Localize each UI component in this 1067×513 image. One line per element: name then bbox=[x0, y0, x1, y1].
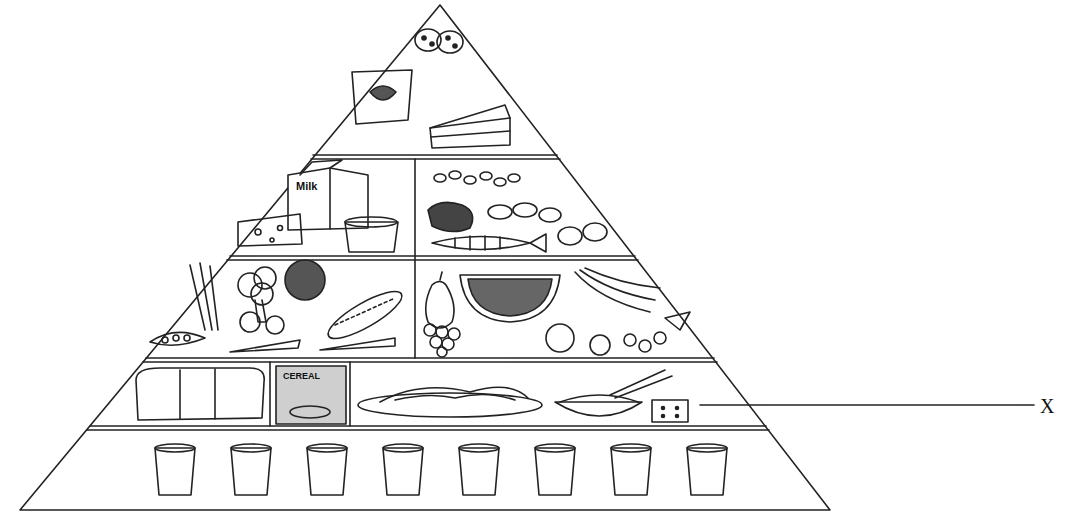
fruits bbox=[424, 268, 690, 357]
box-label: CEREAL bbox=[283, 372, 320, 381]
dairy bbox=[238, 160, 398, 252]
carton-label: Milk bbox=[296, 181, 317, 192]
water-glasses bbox=[155, 444, 727, 495]
pyramid-outline bbox=[20, 5, 830, 510]
leader-line bbox=[700, 404, 1034, 406]
grains bbox=[136, 366, 688, 424]
sweets bbox=[352, 29, 510, 148]
protein bbox=[428, 171, 607, 252]
vegetables bbox=[150, 260, 407, 352]
callout-letter: X bbox=[1040, 396, 1054, 416]
